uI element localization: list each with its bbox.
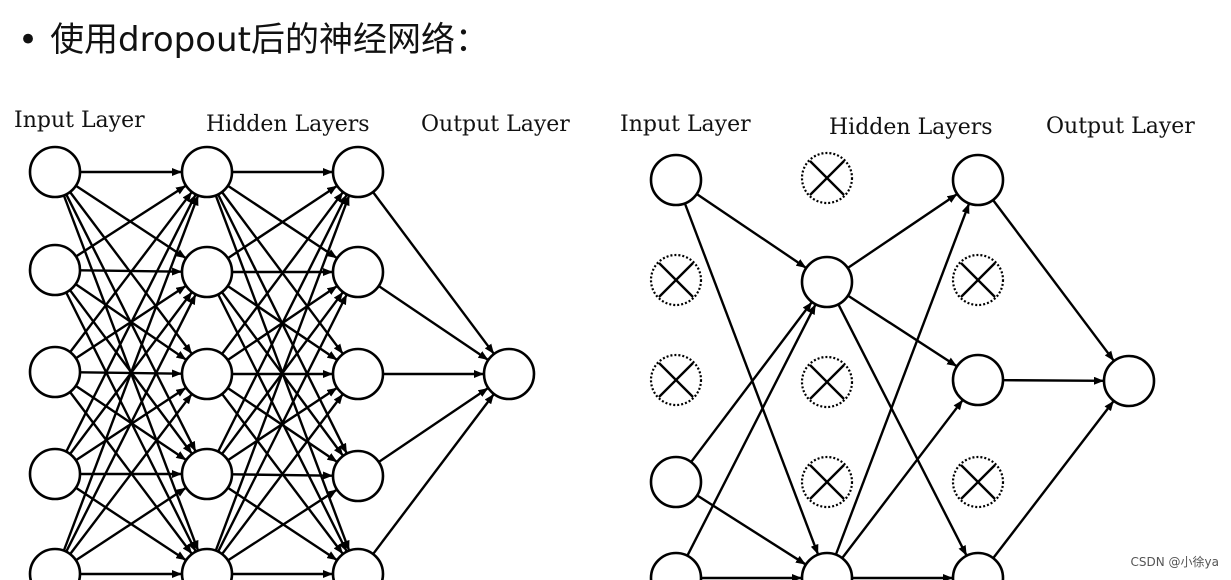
left-edge	[227, 486, 338, 561]
heading-text: 使用dropout后的神经网络：	[50, 20, 489, 60]
right-input-neuron	[649, 153, 703, 207]
right-hidden1-neuron	[800, 551, 854, 580]
right-hidden1-neuron	[800, 255, 854, 309]
right-hidden2-dropped-neuron	[951, 455, 1005, 509]
watermark: CSDN @小徐ya	[1130, 555, 1219, 569]
right-edge	[847, 294, 958, 367]
left-edge	[227, 489, 338, 562]
left-input-neuron	[28, 243, 82, 297]
right-output-layer-label: Output Layer	[1046, 114, 1195, 139]
left-input-neuron	[28, 345, 82, 399]
right-input-neuron	[649, 551, 703, 580]
right-hidden-layers-label: Hidden Layers	[829, 115, 993, 140]
left-hidden2-neuron	[331, 347, 385, 401]
left-hidden1-neuron	[180, 447, 234, 501]
right-edge	[696, 494, 806, 566]
left-edge	[227, 185, 338, 260]
left-hidden-layers-label: Hidden Layers	[206, 112, 370, 137]
left-hidden1-neuron	[180, 145, 234, 199]
bullet-icon: •	[18, 20, 39, 60]
right-hidden2-neuron	[951, 353, 1005, 407]
left-edge	[221, 393, 344, 555]
right-edge	[841, 399, 964, 559]
network-nodes	[28, 145, 1156, 580]
left-edge	[69, 191, 193, 353]
left-hidden1-neuron	[180, 547, 234, 580]
left-edge	[221, 192, 344, 355]
left-edge	[217, 294, 348, 553]
right-hidden1-dropped-neuron	[800, 455, 854, 509]
left-hidden1-neuron	[180, 245, 234, 299]
right-edge	[683, 202, 819, 555]
left-edge	[62, 195, 199, 552]
left-edge	[65, 294, 197, 553]
right-input-dropped-neuron	[649, 353, 703, 407]
right-input-layer-label: Input Layer	[620, 112, 751, 137]
left-hidden2-neuron	[331, 145, 385, 199]
network-edges	[62, 168, 1115, 580]
right-edge	[837, 303, 968, 556]
left-edge	[75, 487, 187, 562]
right-edge	[992, 400, 1115, 559]
right-edge	[690, 301, 813, 463]
left-hidden1-neuron	[180, 347, 234, 401]
right-edge	[992, 199, 1115, 362]
right-input-neuron	[649, 455, 703, 509]
left-edge	[214, 195, 350, 552]
left-edge	[378, 387, 489, 464]
left-edge	[69, 393, 193, 555]
left-edge	[378, 284, 489, 361]
left-input-neuron	[28, 145, 82, 199]
left-output-neuron	[482, 347, 536, 401]
left-input-neuron	[28, 447, 82, 501]
right-edge	[847, 193, 958, 270]
left-edge	[372, 393, 495, 555]
left-output-layer-label: Output Layer	[421, 112, 570, 137]
left-edge	[65, 194, 197, 453]
right-hidden2-dropped-neuron	[951, 253, 1005, 307]
left-hidden2-neuron	[331, 449, 385, 503]
right-hidden1-dropped-neuron	[800, 355, 854, 409]
left-hidden2-neuron	[331, 245, 385, 299]
right-edge	[1002, 376, 1105, 385]
slide-heading: • 使用dropout后的神经网络：	[18, 12, 489, 61]
right-hidden2-neuron	[951, 551, 1005, 580]
left-edge	[372, 191, 495, 354]
right-edge	[686, 304, 817, 557]
left-input-layer-label: Input Layer	[14, 108, 145, 133]
right-edge	[834, 203, 970, 556]
left-edge	[217, 194, 348, 453]
right-hidden1-dropped-neuron	[800, 151, 854, 205]
right-input-dropped-neuron	[649, 253, 703, 307]
right-edge	[696, 192, 807, 269]
right-hidden2-neuron	[951, 153, 1005, 207]
left-edge	[75, 185, 186, 258]
right-output-neuron	[1102, 354, 1156, 408]
left-hidden2-neuron	[331, 547, 385, 580]
left-input-neuron	[28, 547, 82, 580]
